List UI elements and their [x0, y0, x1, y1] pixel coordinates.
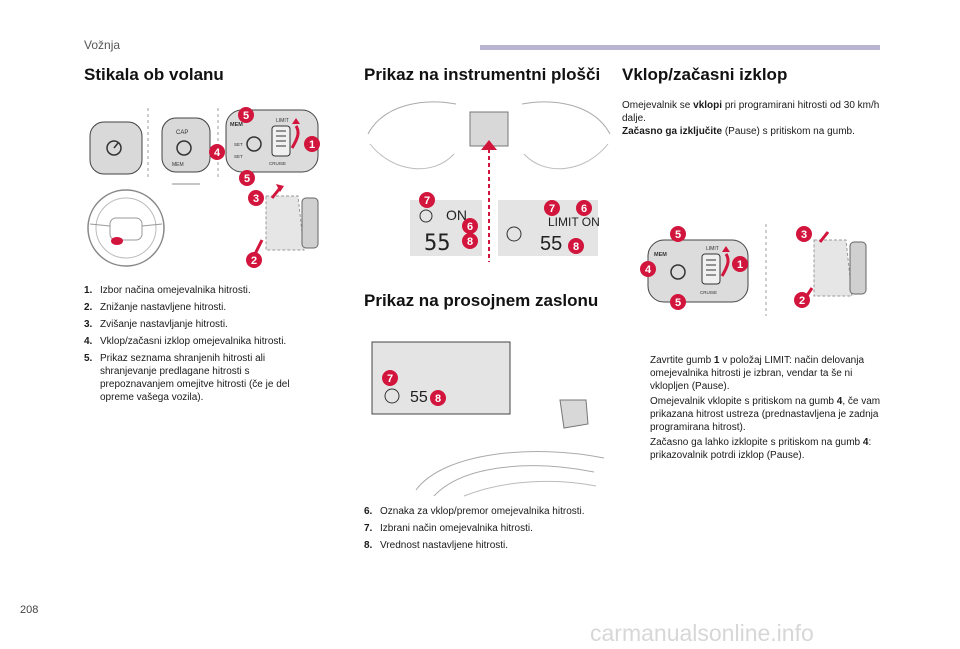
svg-text:3: 3 [801, 229, 807, 241]
svg-text:3: 3 [253, 193, 259, 205]
badge-4: 4 [209, 144, 225, 160]
figure-instrument-panel: ON 55 LIMIT ON 55 7 6 8 7 6 8 [364, 94, 614, 264]
svg-text:LIMIT: LIMIT [706, 246, 719, 252]
svg-text:55: 55 [410, 389, 428, 406]
list-item: 5.Prikaz seznama shranjenih hitrosti ali… [84, 353, 290, 403]
svg-text:5: 5 [675, 297, 681, 309]
controls-legend-list: 1.Izbor načina omejevalnika hitrosti. 2.… [84, 284, 324, 408]
svg-text:1: 1 [309, 139, 315, 151]
badge-2: 2 [246, 252, 262, 268]
stalk-right-selector-2: MEM LIMIT CRUISE [647, 239, 749, 303]
svg-text:7: 7 [424, 195, 430, 207]
page-number: 208 [20, 604, 39, 616]
stalk-side-view-2 [802, 231, 867, 301]
svg-text:MEM: MEM [230, 122, 243, 128]
svg-text:4: 4 [645, 264, 652, 276]
svg-text:8: 8 [573, 241, 579, 253]
list-item: 6.Oznaka za vklop/premor omejevalnika hi… [364, 506, 585, 517]
svg-text:1: 1 [737, 259, 743, 271]
svg-text:8: 8 [467, 236, 473, 248]
column-activation: Vklop/začasni izklop Omejevalnik se vklo… [622, 64, 892, 138]
svg-text:SET: SET [234, 142, 243, 147]
column-steering-controls: Stikala ob volanu [84, 64, 339, 85]
figure-activation-controls: MEM LIMIT CRUISE 5 4 5 1 3 2 [636, 220, 886, 320]
svg-text:7: 7 [387, 373, 393, 385]
list-item: 2.Znižanje nastavljene hitrosti. [84, 302, 227, 313]
stalk-middle: CAP MEM [161, 117, 211, 173]
section-title-head-up-display: Prikaz na prosojnem zaslonu [364, 291, 599, 310]
svg-text:6: 6 [467, 221, 473, 233]
badge-5-bottom: 5 [239, 170, 255, 186]
display-panel-on: ON 55 [410, 200, 482, 256]
header-bar [480, 45, 880, 50]
badge-1: 1 [304, 136, 320, 152]
svg-text:LIMIT ON: LIMIT ON [548, 215, 600, 229]
svg-text:CRUISE: CRUISE [269, 161, 286, 166]
activation-steps-list: Zavrtite gumb 1 v položaj LIMIT: način d… [636, 354, 886, 464]
list-item: 1.Izbor načina omejevalnika hitrosti. [84, 285, 251, 296]
svg-text:4: 4 [214, 147, 221, 159]
list-item: 8.Vrednost nastavljene hitrosti. [364, 540, 509, 551]
paragraph-activation: Omejevalnik se vklopi pri programirani h… [622, 100, 880, 137]
list-item: Zavrtite gumb 1 v položaj LIMIT: način d… [650, 355, 865, 392]
svg-text:8: 8 [435, 393, 441, 405]
list-item: 4.Vklop/začasni izklop omejevalnika hitr… [84, 336, 287, 347]
svg-text:SET: SET [234, 154, 243, 159]
svg-text:6: 6 [581, 203, 587, 215]
svg-text:5: 5 [244, 173, 250, 185]
watermark: carmanualsonline.info [590, 620, 814, 646]
svg-text:LIMIT: LIMIT [276, 118, 289, 124]
svg-text:55: 55 [540, 233, 562, 255]
list-item: Omejevalnik vklopite s pritiskom na gumb… [650, 396, 881, 433]
stalk-left-small [89, 121, 143, 175]
section-title-steering-controls: Stikala ob volanu [84, 65, 224, 84]
section-title-instrument-panel: Prikaz na instrumentni plošči [364, 65, 601, 84]
svg-text:5: 5 [243, 110, 249, 122]
display-legend-list: 6.Oznaka za vklop/premor omejevalnika hi… [364, 505, 604, 556]
badge-5-top: 5 [238, 107, 254, 123]
section-head-up-display: Prikaz na prosojnem zaslonu [364, 290, 604, 311]
list-item: Začasno ga lahko izklopite s pritiskom n… [650, 437, 872, 461]
list-item: 7.Izbrani način omejevalnika hitrosti. [364, 523, 533, 534]
svg-text:CAP: CAP [176, 130, 188, 136]
svg-text:ON: ON [446, 207, 467, 223]
svg-text:MEM: MEM [172, 162, 184, 168]
svg-text:2: 2 [799, 295, 805, 307]
figure-head-up-display: 55 7 8 [364, 340, 619, 500]
column-display: Prikaz na instrumentni plošči [364, 64, 619, 85]
svg-text:7: 7 [549, 203, 555, 215]
section-title-activation: Vklop/začasni izklop [622, 65, 788, 84]
svg-text:CRUISE: CRUISE [700, 290, 717, 295]
header-section-label: Vožnja [84, 38, 121, 52]
svg-text:MEM: MEM [654, 252, 667, 258]
badge-3: 3 [248, 190, 264, 206]
figure-steering-stalks: CAP MEM MEM SET SET LIMIT CRUISE [84, 100, 344, 280]
svg-text:55: 55 [424, 231, 451, 256]
steering-wheel-image [87, 189, 165, 267]
stalk-right-selector: MEM SET SET LIMIT CRUISE [225, 109, 319, 173]
svg-text:2: 2 [251, 255, 257, 267]
list-item: 3.Zvišanje nastavljanje hitrosti. [84, 319, 228, 330]
svg-text:5: 5 [675, 229, 681, 241]
